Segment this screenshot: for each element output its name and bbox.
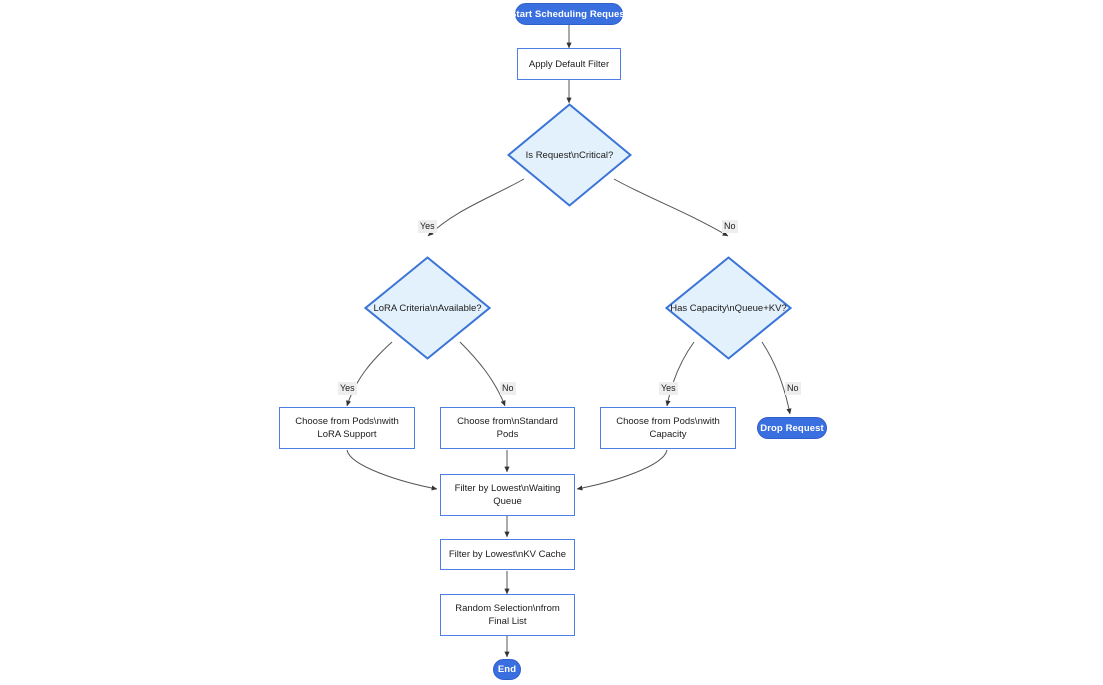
node-start[interactable]: Start Scheduling Request bbox=[510, 3, 628, 25]
node-end[interactable]: End bbox=[493, 659, 521, 680]
node-end-label: End bbox=[497, 664, 517, 675]
node-drop-request-label: Drop Request bbox=[760, 422, 824, 434]
node-filter-waiting-queue-line2: Queue bbox=[493, 496, 522, 507]
node-filter-kv-cache-label: Filter by Lowest\nKV Cache bbox=[448, 549, 567, 560]
node-is-request-critical-label: Is Request\nCritical? bbox=[525, 149, 614, 161]
edge-label-text: Yes bbox=[661, 383, 676, 393]
node-apply-default-filter[interactable]: Apply Default Filter bbox=[517, 48, 621, 80]
edge-label-critical-yes: Yes bbox=[418, 220, 437, 233]
node-random-selection[interactable]: Random Selection\nfrom Final List bbox=[440, 594, 575, 636]
edge-label-lora-no: No bbox=[500, 382, 516, 395]
node-filter-kv-cache[interactable]: Filter by Lowest\nKV Cache bbox=[440, 539, 575, 570]
node-choose-standard-pods-line1: Choose from\nStandard bbox=[457, 416, 558, 427]
node-filter-waiting-queue-line1: Filter by Lowest\nWaiting bbox=[454, 483, 561, 494]
edge-choose-lora-to-filter-queue bbox=[346, 449, 438, 491]
edge-label-text: No bbox=[787, 383, 799, 393]
node-random-selection-line1: Random Selection\nfrom bbox=[455, 603, 560, 614]
edge-choose-capacity-to-filter-queue bbox=[576, 449, 668, 491]
node-lora-criteria-available-label: LoRA Criteria\nAvailable? bbox=[373, 302, 482, 314]
node-choose-standard-pods-line2: Pods bbox=[496, 429, 519, 440]
edge-label-text: No bbox=[502, 383, 514, 393]
node-is-request-critical[interactable]: Is Request\nCritical? bbox=[507, 103, 632, 207]
node-start-label: Start Scheduling Request bbox=[510, 8, 629, 20]
edge-label-critical-no: No bbox=[722, 220, 738, 233]
edge-label-text: Yes bbox=[420, 221, 435, 231]
node-filter-waiting-queue[interactable]: Filter by Lowest\nWaiting Queue bbox=[440, 474, 575, 516]
node-drop-request[interactable]: Drop Request bbox=[757, 417, 827, 439]
node-choose-lora-pods-line1: Choose from Pods\nwith bbox=[295, 416, 399, 427]
node-apply-default-filter-label: Apply Default Filter bbox=[528, 58, 610, 70]
node-choose-capacity-pods-line2: Capacity bbox=[649, 429, 687, 440]
node-choose-capacity-pods-line1: Choose from Pods\nwith bbox=[616, 416, 720, 427]
edge-label-lora-yes: Yes bbox=[338, 382, 357, 395]
diamond-shape bbox=[507, 103, 632, 207]
edge-label-text: Yes bbox=[340, 383, 355, 393]
node-has-capacity[interactable]: Has Capacity\nQueue+KV? bbox=[665, 256, 792, 360]
node-choose-capacity-pods[interactable]: Choose from Pods\nwith Capacity bbox=[600, 407, 736, 449]
node-random-selection-line2: Final List bbox=[488, 616, 527, 627]
edge-label-capacity-yes: Yes bbox=[659, 382, 678, 395]
edge-label-text: No bbox=[724, 221, 736, 231]
node-choose-lora-pods-line2: LoRA Support bbox=[317, 429, 377, 440]
node-choose-standard-pods[interactable]: Choose from\nStandard Pods bbox=[440, 407, 575, 449]
node-has-capacity-label: Has Capacity\nQueue+KV? bbox=[670, 302, 787, 314]
node-lora-criteria-available[interactable]: LoRA Criteria\nAvailable? bbox=[364, 256, 491, 360]
diamond-shape bbox=[665, 256, 792, 360]
diamond-shape bbox=[364, 256, 491, 360]
node-choose-lora-pods[interactable]: Choose from Pods\nwith LoRA Support bbox=[279, 407, 415, 449]
edge-label-capacity-no: No bbox=[785, 382, 801, 395]
